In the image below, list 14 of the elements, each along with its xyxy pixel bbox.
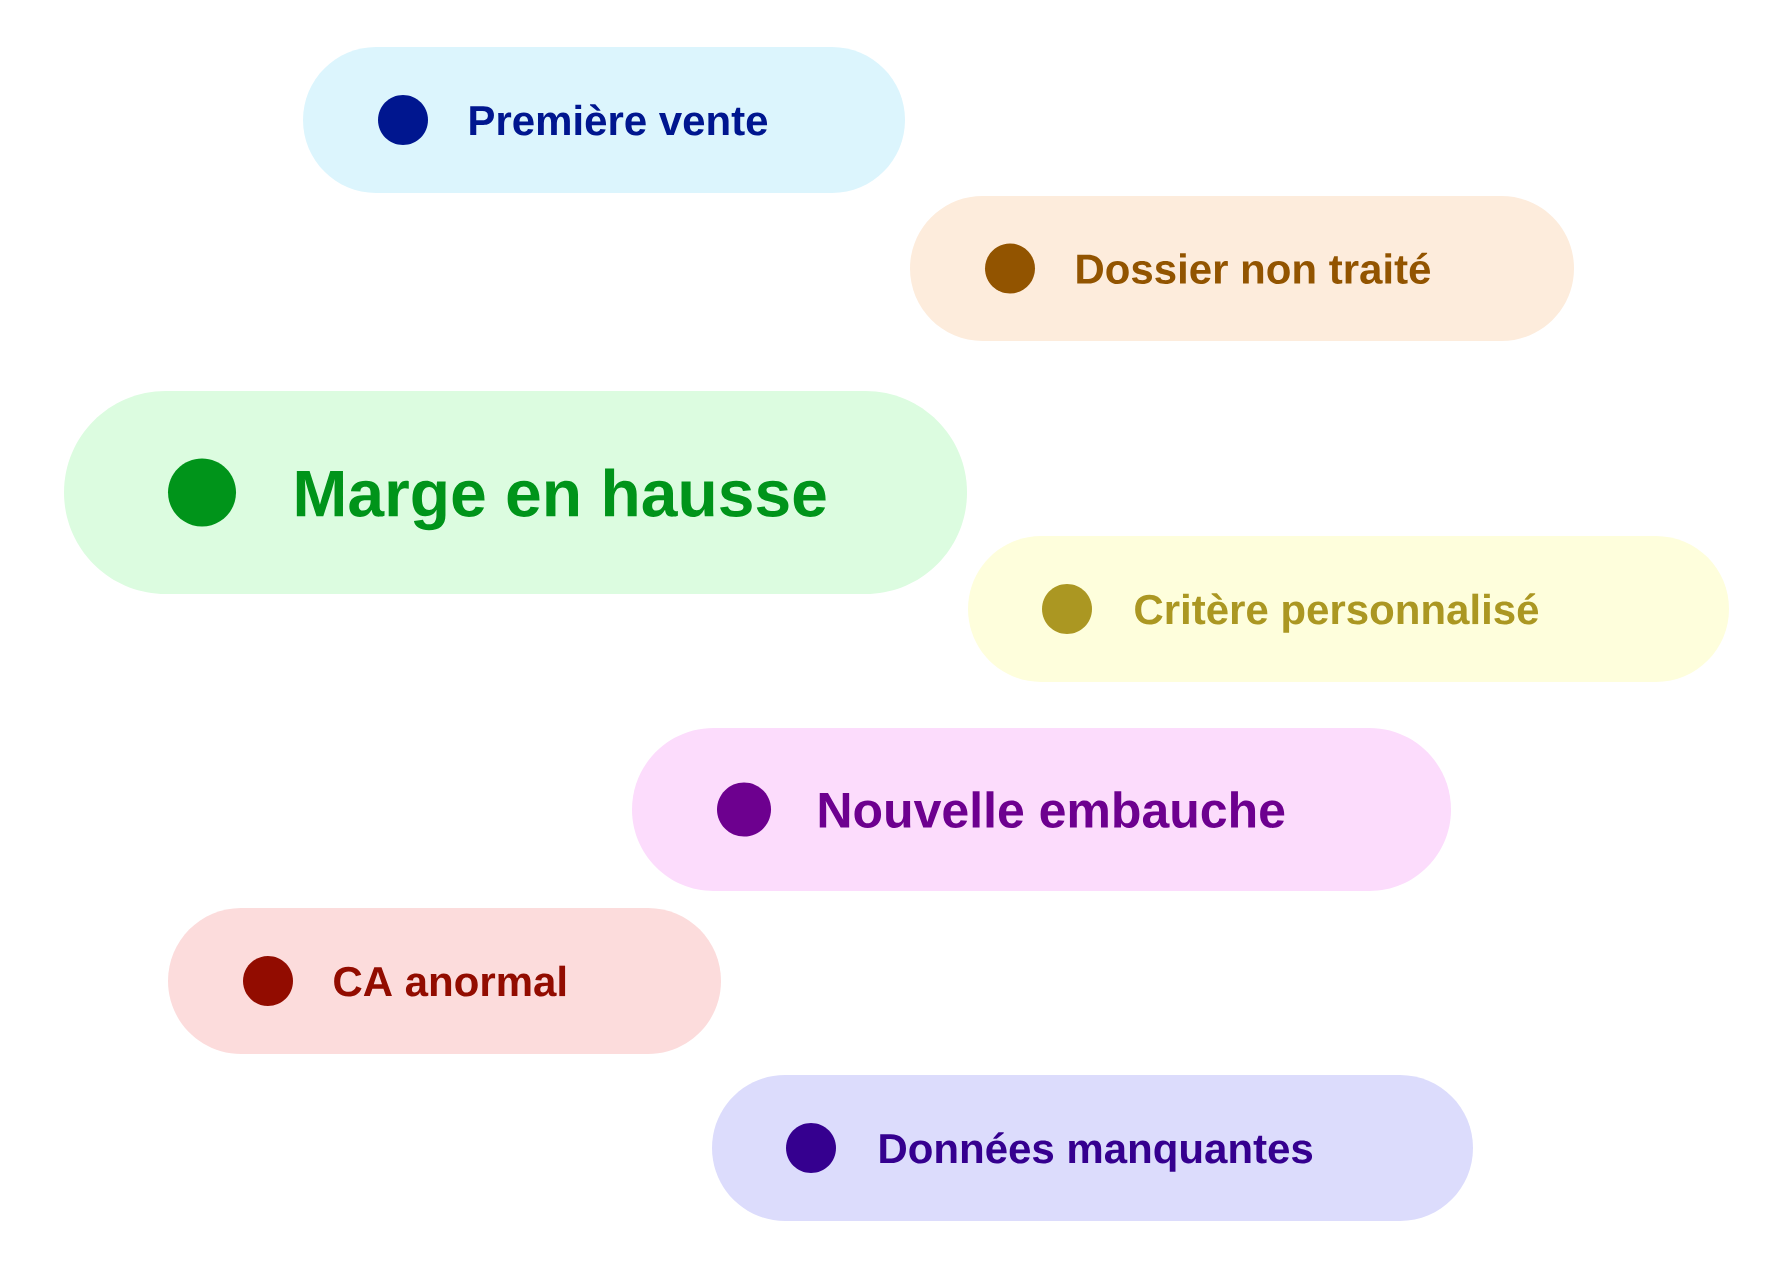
tag-pill [910, 196, 1574, 341]
tag-label: Nouvelle embauche [819, 791, 1285, 828]
tag-label: Données manquantes [880, 1132, 1313, 1172]
tag-pill [303, 47, 905, 193]
tag-pill [168, 908, 721, 1054]
tag-label: Première vente [470, 104, 768, 136]
tag-label: Critère personnalisé [1135, 593, 1539, 633]
tag-label: Dossier non traité [1077, 252, 1430, 284]
tag-label: CA anormal [334, 965, 566, 997]
tag-pill [632, 728, 1451, 891]
tag-pill [968, 536, 1729, 682]
tag-pill [712, 1075, 1473, 1221]
tag-pill [64, 391, 967, 594]
tag-label: Marge en hausse [296, 468, 826, 531]
